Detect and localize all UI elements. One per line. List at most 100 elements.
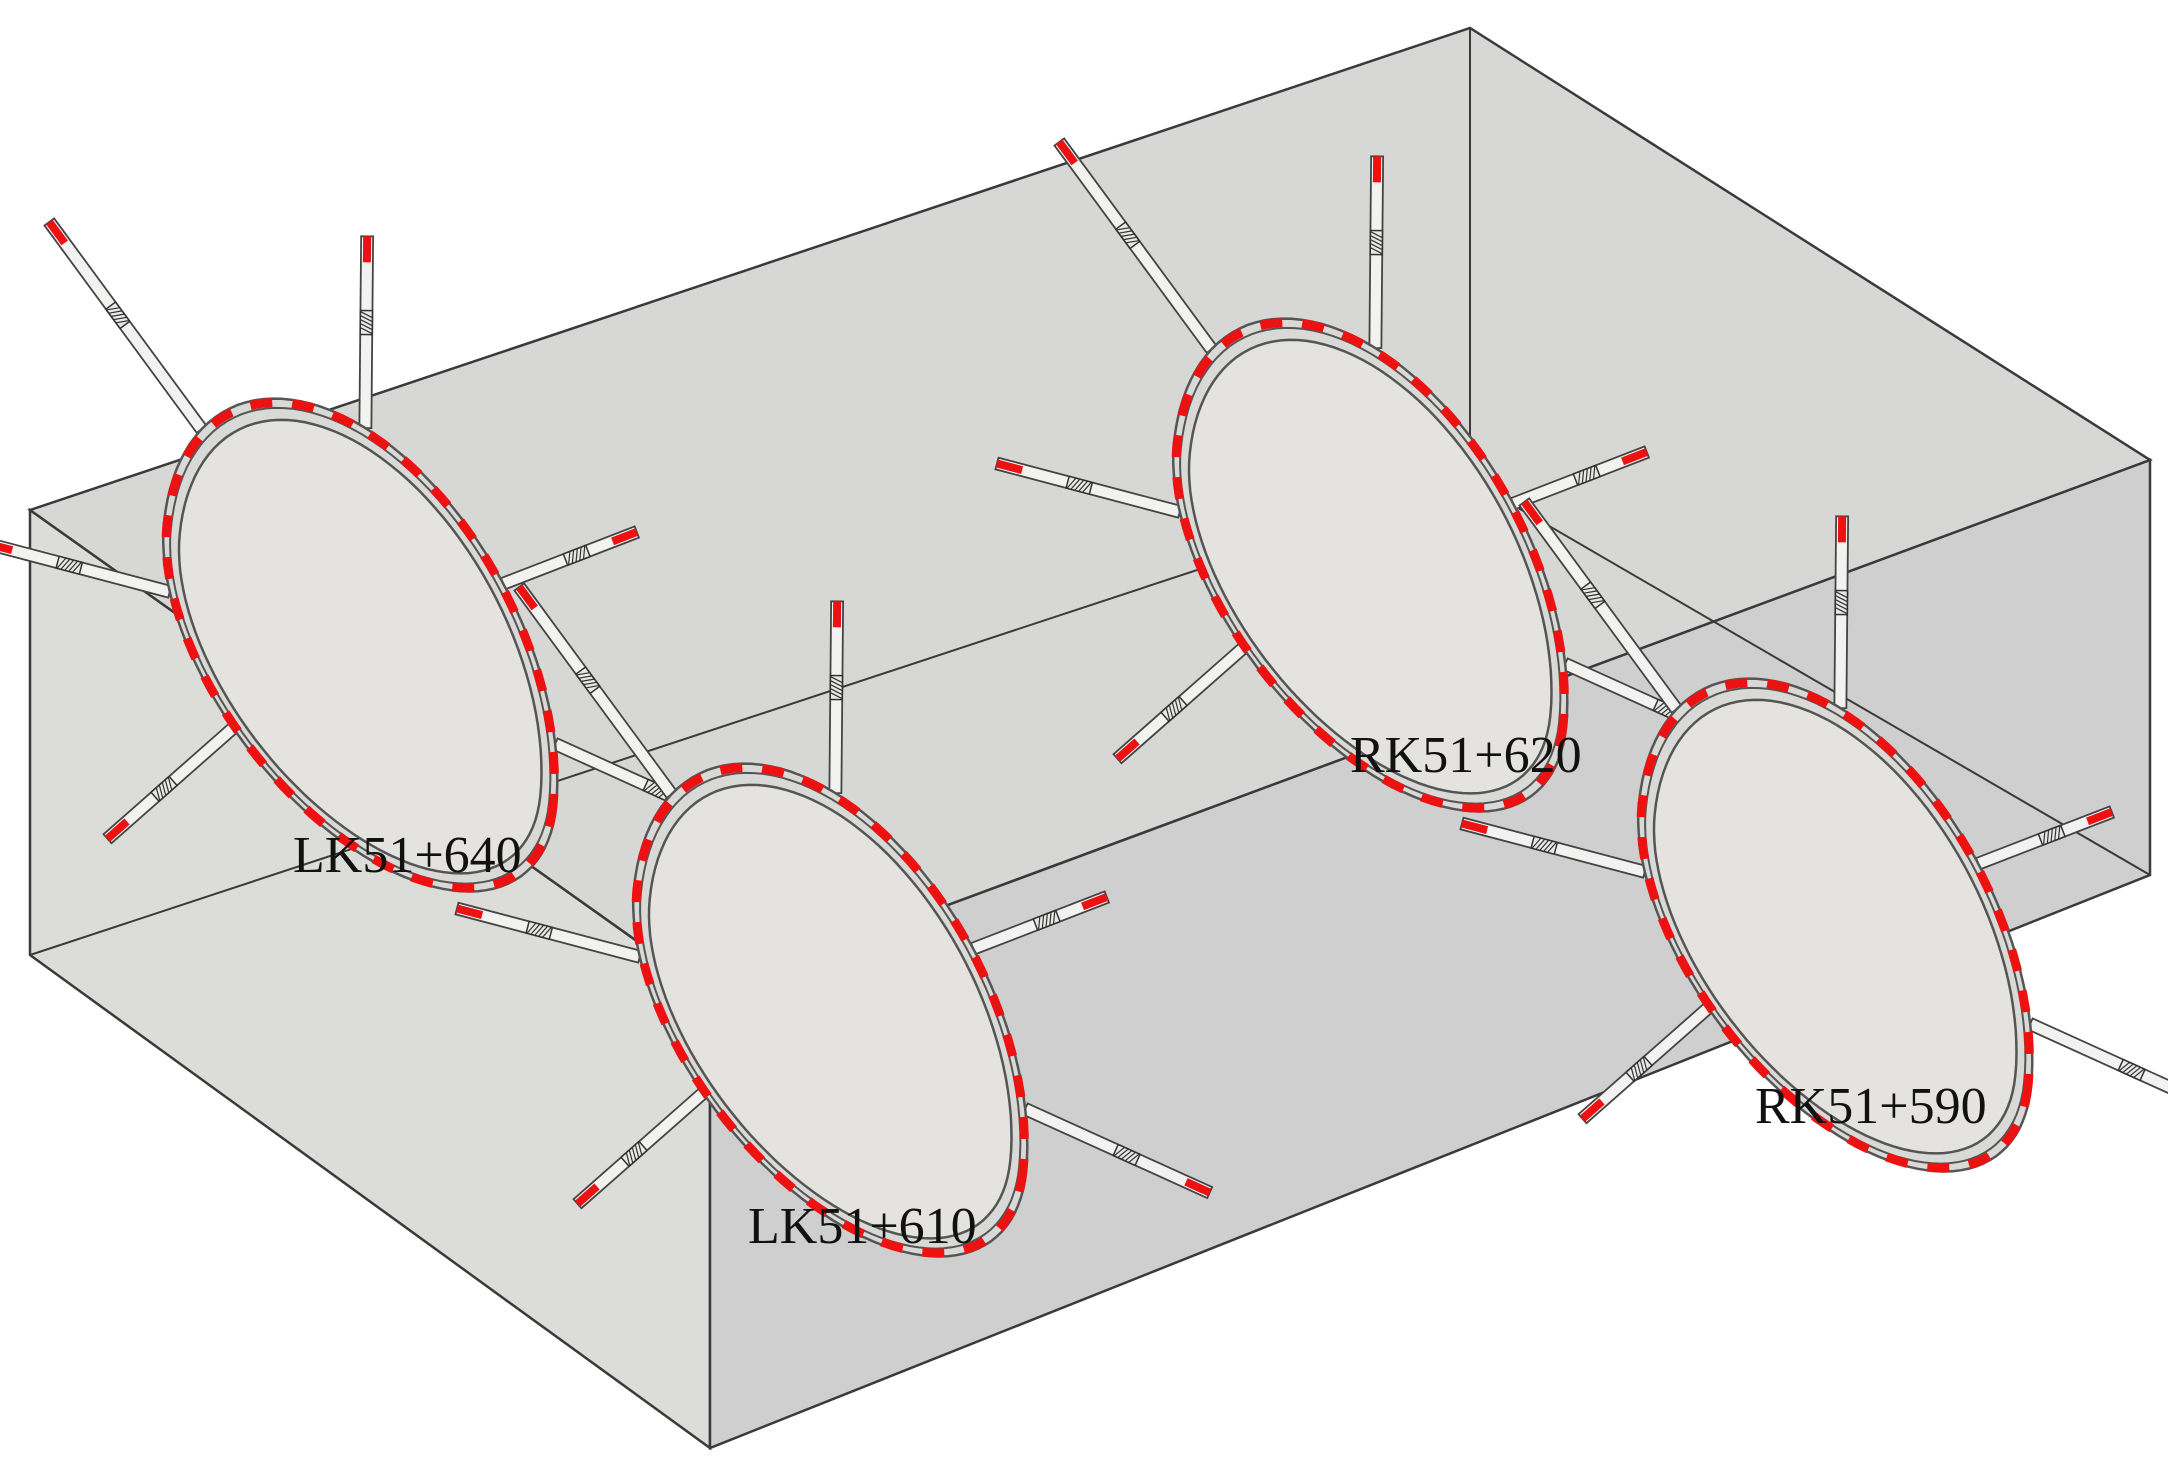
anchor-hatch (360, 327, 373, 335)
anchor-hatch (1074, 479, 1085, 491)
anchor-hatch (1113, 1146, 1125, 1157)
bolt-anchor-block (1160, 695, 1189, 723)
bolt-measurement-tip (1460, 819, 1489, 835)
tunnel-label-lk51-610: LK51+610 (748, 1198, 977, 1255)
lining-inner (1187, 338, 1553, 795)
anchor-hatch (1588, 596, 1602, 601)
anchor-hatch (360, 315, 373, 323)
bolt-measurement-tip (1081, 893, 1109, 911)
anchor-hatch (2046, 829, 2050, 844)
tunnel-lk51-640 (0, 217, 744, 893)
anchor-hatch (1581, 587, 1595, 591)
tunnel-rk51-590 (1459, 497, 2168, 1173)
anchor-hatch (1078, 480, 1088, 492)
bolt-anchor-block (1579, 580, 1606, 610)
bolt-measurement-tip (0, 542, 14, 555)
tunnel-rk51-620 (994, 137, 1754, 813)
bolt-anchor-block (359, 309, 374, 336)
bolt-anchor-block (1572, 464, 1602, 487)
anchor-hatch (2133, 1068, 2145, 1078)
bolt-anchor-block (574, 665, 601, 695)
anchor-hatch (579, 547, 582, 561)
anchor-hatch (2043, 831, 2046, 845)
anchor-hatch (631, 1147, 637, 1161)
bolt-measurement-tip (2086, 808, 2114, 826)
anchor-hatch (647, 783, 659, 793)
anchor-hatch (634, 1144, 640, 1158)
anchor-hatch (167, 776, 173, 791)
anchor-hatch (625, 1152, 631, 1166)
bolt-anchor-block (1032, 909, 1062, 932)
anchor-hatch (1066, 477, 1077, 489)
bolt-anchor-block (1112, 1143, 1142, 1167)
anchor-hatch (830, 692, 843, 700)
bolt-measurement-tip (1056, 139, 1078, 166)
anchor-hatch (571, 549, 575, 564)
lining-inner (1652, 698, 2018, 1155)
anchor-hatch (1121, 233, 1135, 237)
anchor-hatch (576, 672, 590, 676)
measurement-points-dashed (1171, 318, 1569, 813)
bolt-anchor-block (1625, 1055, 1654, 1083)
anchor-hatch (111, 313, 125, 317)
anchor-hatch (1165, 707, 1171, 721)
measurement-points-dashed (161, 398, 559, 893)
bolt-measurement-tip (46, 219, 68, 246)
anchor-hatch (830, 680, 843, 688)
anchor-hatch (1117, 1148, 1129, 1158)
anchor-hatch (1082, 481, 1092, 493)
anchor-hatch (1124, 1151, 1136, 1162)
anchor-hatch (1121, 1150, 1133, 1160)
bolt-anchor-block (2117, 1058, 2147, 1082)
anchor-hatch (1370, 239, 1383, 247)
anchor-hatch (158, 784, 164, 799)
anchor-hatch (542, 926, 552, 938)
anchor-hatch (2129, 1066, 2141, 1077)
bolt-measurement-tip (1521, 499, 1543, 526)
tunnels-layer (0, 137, 2168, 1258)
anchor-hatch (628, 1149, 634, 1164)
lining-inner (177, 418, 543, 875)
anchor-hatch (360, 323, 373, 331)
anchor-hatch (106, 307, 120, 311)
anchor-hatch (568, 551, 571, 565)
anchor-hatch (64, 559, 75, 571)
bolt-anchor-block (1369, 229, 1384, 256)
bolt-anchor-block (150, 775, 179, 803)
anchor-hatch (1835, 607, 1848, 615)
bolt-anchor-block (525, 920, 554, 941)
anchor-hatch (1038, 916, 1041, 930)
anchor-hatch (1370, 243, 1383, 251)
bolt-measurement-tip (574, 1183, 600, 1207)
bolt-measurement-tip (104, 818, 130, 842)
anchor-hatch (1118, 230, 1133, 234)
tunnel-labels: LK51+640 LK51+610 RK51+620 RK51+590 (293, 727, 1987, 1255)
anchor-hatch (1171, 702, 1177, 716)
anchor-hatch (1592, 465, 1596, 480)
anchor-hatch (2126, 1065, 2138, 1075)
anchor-hatch (1174, 699, 1180, 713)
bolt-measurement-tip (611, 528, 639, 546)
anchor-hatch (1835, 603, 1848, 611)
measurement-points-dashed (631, 763, 1029, 1258)
anchor-hatch (1045, 913, 1048, 928)
bolt-measurement-tip (995, 459, 1024, 475)
bolt-anchor-block (1065, 475, 1094, 496)
anchor-hatch (1370, 235, 1383, 243)
anchor-hatch (155, 787, 161, 801)
anchor-hatch (1835, 591, 1848, 599)
anchor-hatch (582, 545, 586, 560)
rock-bolt (2026, 1017, 2168, 1094)
bolt-anchor-block (2037, 824, 2067, 847)
anchor-hatch (1116, 227, 1130, 231)
bolt-measurement-tip (1579, 1098, 1605, 1122)
tunnel-label-rk51-590: RK51+590 (1755, 1078, 1987, 1135)
anchor-hatch (643, 781, 655, 792)
anchor-hatch (2122, 1063, 2134, 1073)
tunnel-label-rk51-620: RK51+620 (1350, 727, 1582, 784)
bolt-anchor-block (55, 555, 84, 576)
anchor-hatch (1128, 1153, 1140, 1163)
anchor-hatch (830, 684, 843, 692)
bolt-anchor-block (104, 300, 131, 330)
